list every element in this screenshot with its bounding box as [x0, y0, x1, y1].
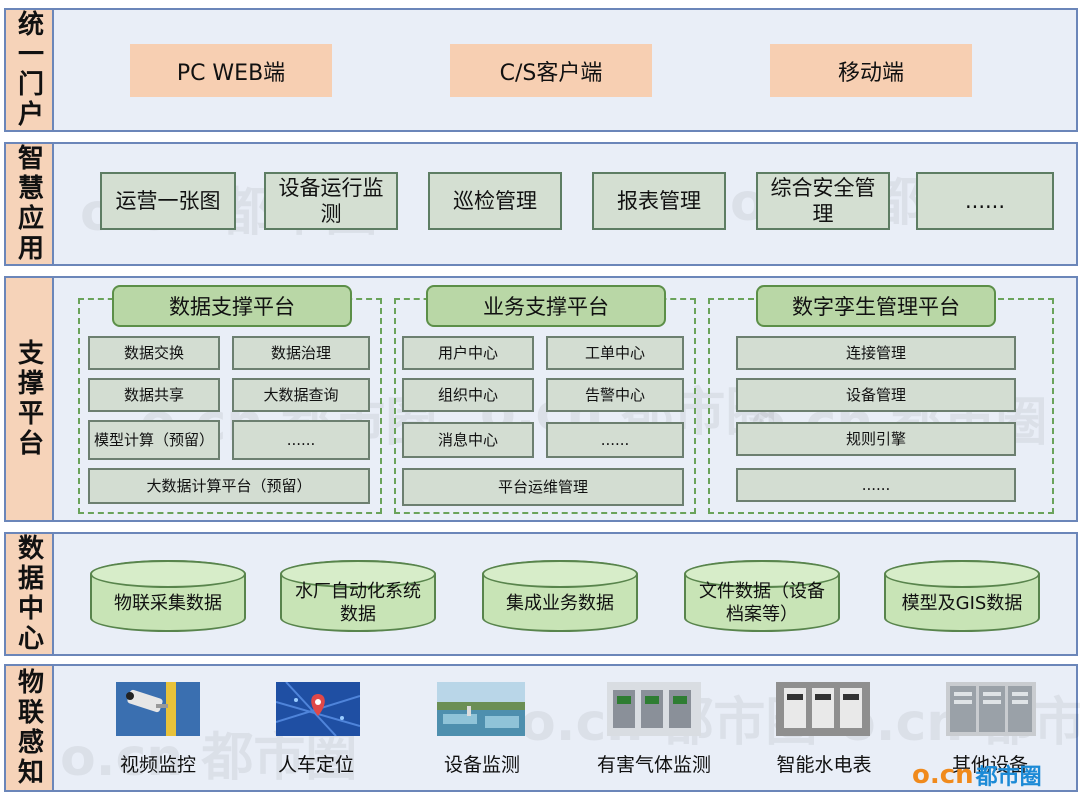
device-label: 设备监测: [443, 754, 520, 776]
database-label: 物联采集数据: [114, 592, 222, 614]
site-logo: o.cn 都市圈: [912, 758, 1042, 792]
portal-layer-title: 统一门户: [13, 10, 44, 130]
database-label: 文件数据（设备档案等）: [699, 581, 825, 625]
portal-pc-web: PC WEB端: [130, 44, 332, 97]
data-platform-item: 模型计算（预留）: [88, 420, 220, 460]
app-more: ......: [916, 172, 1054, 230]
business-platform-item: 消息中心: [402, 422, 534, 458]
app-inspection: 巡检管理: [428, 172, 562, 230]
business-platform-item: 组织中心: [402, 378, 534, 412]
database-label: 水厂自动化系统数据: [295, 581, 421, 625]
cabinet-photo-icon: [946, 682, 1036, 736]
business-platform-item: 告警中心: [546, 378, 684, 412]
database-cylinder: 水厂自动化系统数据: [280, 560, 436, 632]
portal-mobile: 移动端: [770, 44, 972, 97]
data-layer-title: 数据中心: [13, 534, 44, 654]
device-label: 人车定位: [277, 754, 354, 776]
support-layer-title: 支撑平台: [13, 339, 44, 459]
device-label: 有害气体监测: [596, 754, 711, 776]
apps-layer-title: 智慧应用: [13, 144, 44, 264]
camera-photo-icon: [116, 682, 200, 736]
data-platform-item: 数据交换: [88, 336, 220, 370]
logo-mark: o.cn: [912, 760, 974, 790]
portal-layer-label: 统一门户: [4, 8, 54, 132]
database-cylinder: 文件数据（设备档案等）: [684, 560, 840, 632]
data-platform-item: ......: [232, 420, 370, 460]
twin-platform-item: 连接管理: [736, 336, 1016, 370]
water-plant-photo-icon: [437, 682, 525, 736]
watermark: o.cn 都市圈: [60, 728, 358, 788]
database-cylinder: 物联采集数据: [90, 560, 246, 632]
app-equipment-monitoring: 设备运行监测: [264, 172, 398, 230]
twin-platform-item: 规则引擎: [736, 422, 1016, 456]
portal-cs-client: C/S客户端: [450, 44, 652, 97]
iot-layer: [48, 664, 1078, 792]
database-label: 集成业务数据: [506, 592, 614, 614]
device-label: 智能水电表: [776, 754, 872, 776]
data-platform-item: 大数据查询: [232, 378, 370, 412]
business-platform-wide-item: 平台运维管理: [402, 468, 684, 506]
iot-layer-title: 物联感知: [13, 668, 44, 788]
business-platform-title: 业务支撑平台: [426, 285, 666, 327]
twin-platform-item: 设备管理: [736, 378, 1016, 412]
data-platform-wide-item: 大数据计算平台（预留）: [88, 468, 370, 504]
data-layer-label: 数据中心: [4, 532, 54, 656]
location-map-icon: [276, 682, 360, 736]
logo-text: 都市圈: [975, 765, 1042, 790]
apps-layer-label: 智慧应用: [4, 142, 54, 266]
database-cylinder: 集成业务数据: [482, 560, 638, 632]
device-label: 视频监控: [119, 754, 196, 776]
twin-platform-title: 数字孪生管理平台: [756, 285, 996, 327]
meter-photo-icon: [776, 682, 870, 736]
gas-monitor-photo-icon: [607, 682, 701, 736]
support-layer-label: 支撑平台: [4, 276, 54, 522]
iot-layer-label: 物联感知: [4, 664, 54, 792]
data-platform-item: 数据共享: [88, 378, 220, 412]
data-platform-item: 数据治理: [232, 336, 370, 370]
app-safety: 综合安全管理: [756, 172, 890, 230]
app-reports: 报表管理: [592, 172, 726, 230]
twin-platform-item: ......: [736, 468, 1016, 502]
business-platform-item: 工单中心: [546, 336, 684, 370]
business-platform-item: 用户中心: [402, 336, 534, 370]
database-label: 模型及GIS数据: [901, 592, 1023, 614]
data-platform-title: 数据支撑平台: [112, 285, 352, 327]
app-operations-map: 运营一张图: [100, 172, 236, 230]
device-label: 其他设备: [951, 754, 1028, 776]
business-platform-item: ......: [546, 422, 684, 458]
database-cylinder: 模型及GIS数据: [884, 560, 1040, 632]
